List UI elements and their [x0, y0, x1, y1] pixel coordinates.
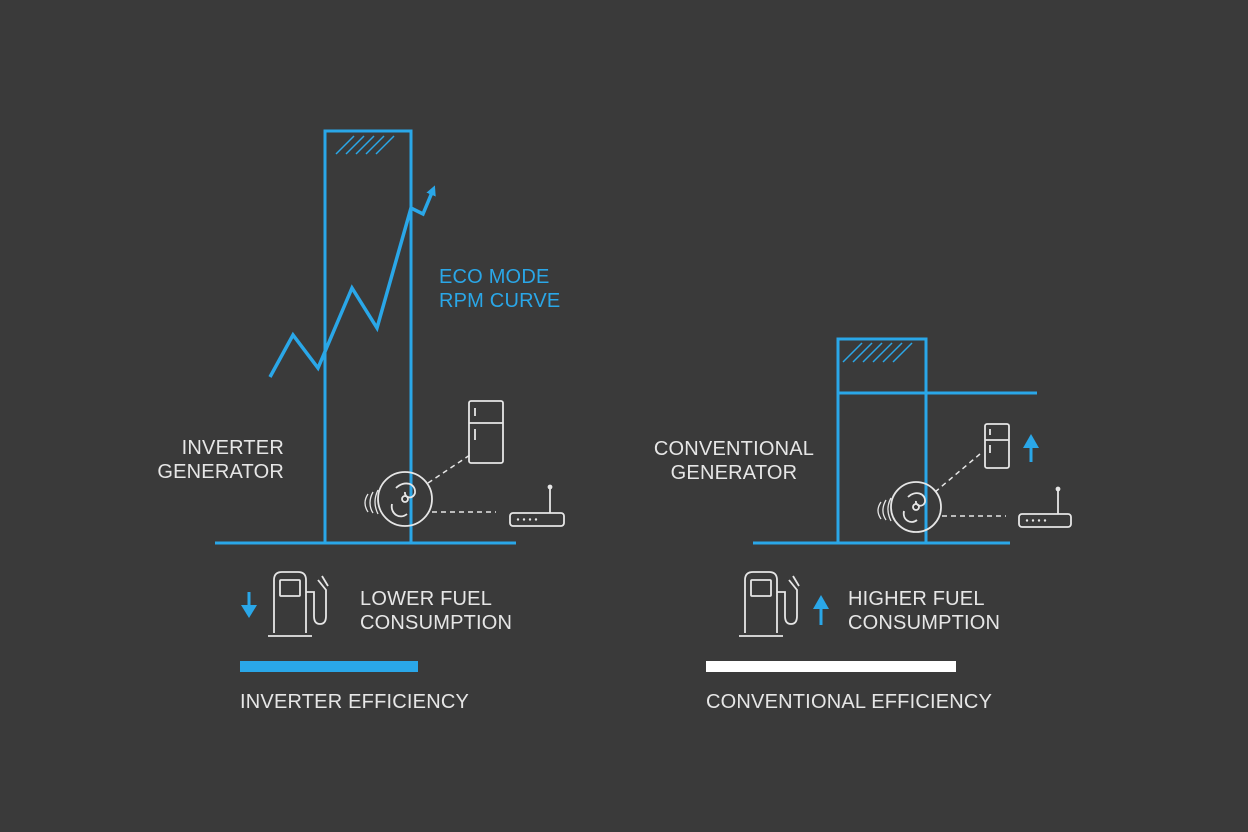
refrigerator-icon	[468, 400, 504, 464]
fan-fridge-connector	[427, 454, 471, 484]
conventional-fuel-label: HIGHER FUEL CONSUMPTION	[848, 588, 1001, 634]
conventional-efficiency-bar	[706, 661, 956, 672]
router-icon	[1018, 486, 1072, 528]
conventional-column-hatch	[842, 342, 913, 363]
refrigerator-icon	[984, 423, 1010, 469]
conventional-tower	[753, 337, 1037, 545]
inverter-column	[323, 129, 413, 545]
arrow-up-icon	[1023, 434, 1039, 462]
arrow-down-icon	[241, 592, 257, 618]
fuel-pump-icon	[739, 571, 800, 637]
inverter-generator-label: INVERTER GENERATOR	[157, 437, 284, 483]
fan-icon	[877, 481, 942, 533]
fan-fridge-connector	[934, 453, 981, 493]
inverter-fuel-label: LOWER FUEL CONSUMPTION	[360, 588, 513, 634]
inverter-column-hatch	[335, 135, 395, 155]
inverter-tower	[215, 129, 516, 545]
fuel-pump-icon	[268, 571, 329, 637]
conventional-column	[836, 337, 928, 545]
conventional-efficiency-label: CONVENTIONAL EFFICIENCY	[706, 691, 993, 713]
eco-mode-rpm-curve	[268, 185, 436, 378]
arrow-up-icon	[813, 595, 829, 625]
router-icon	[509, 484, 565, 527]
conventional-generator-label: CONVENTIONAL GENERATOR	[653, 438, 815, 484]
inverter-efficiency-bar	[240, 661, 418, 672]
inverter-efficiency-label: INVERTER EFFICIENCY	[240, 691, 470, 713]
fan-icon	[364, 471, 433, 527]
eco-mode-rpm-curve-label: ECO MODE RPM CURVE	[439, 266, 561, 312]
